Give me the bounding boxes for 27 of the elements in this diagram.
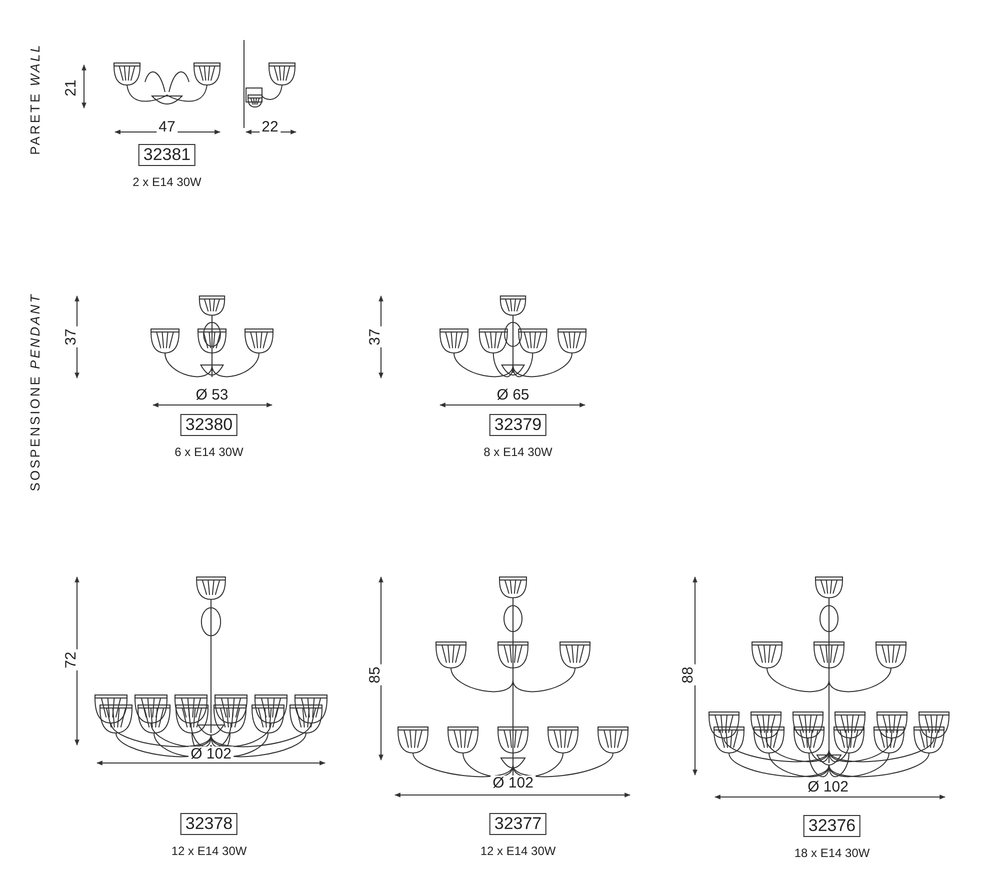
dimension-label: 88 [680,664,696,686]
dimension-label: 72 [64,650,78,670]
dimension-label: 37 [64,326,78,348]
dimension-label: 37 [368,326,382,348]
dimension-label: 21 [64,78,78,98]
lamp-spec-text: 6 x E14 30W [174,446,244,458]
lamp-spec-text: 18 x E14 30W [794,847,870,859]
dimension-label: Ø 65 [494,388,532,402]
lamp-spec-text: 8 x E14 30W [484,446,552,458]
product-code-box: 32376 [803,815,861,837]
lamp-spec-text: 12 x E14 30W [171,845,247,857]
product-code-box: 32378 [180,813,238,835]
product-code-box: 32377 [489,813,547,835]
dimension-label: Ø 102 [490,776,536,790]
dimension-label: 47 [156,120,178,134]
section-title: PARETE WALL [28,43,42,155]
lamp-spec-text: 2 x E14 30W [132,176,202,188]
product-code-box: 32379 [489,414,547,436]
product-code-box: 32381 [138,144,196,166]
dimension-label: Ø 102 [806,780,850,794]
lamp-spec-text: 12 x E14 30W [480,845,556,857]
dimension-label: 22 [260,120,280,134]
dimension-label: Ø 53 [194,388,230,402]
dimension-label: Ø 102 [188,746,234,762]
dimension-label: 85 [368,664,382,686]
product-code-box: 32380 [180,414,238,436]
section-title: SOSPENSIONE PENDANT [28,292,42,492]
